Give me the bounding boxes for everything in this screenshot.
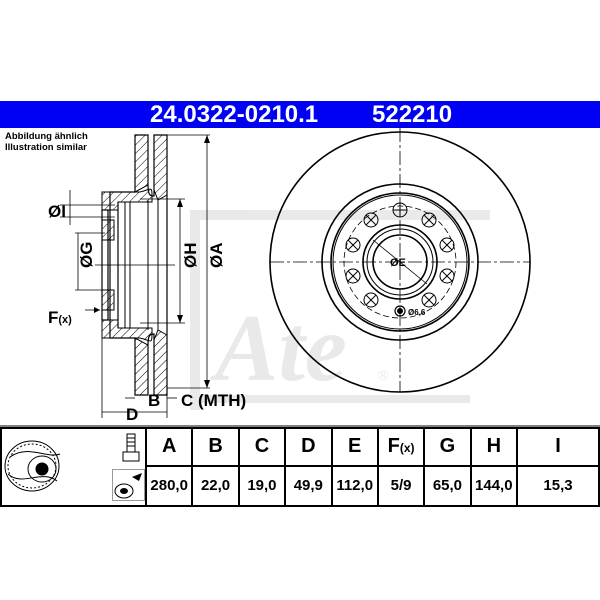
svg-text:®: ® — [378, 367, 389, 383]
label-C-mth: C (MTH) — [181, 391, 246, 410]
bolt-icon — [122, 433, 140, 462]
value-G: 65,0 — [423, 464, 472, 508]
col-header-E: E — [330, 427, 379, 467]
label-dia-I: ØI — [48, 202, 66, 221]
technical-drawing: Ate ® — [0, 128, 600, 427]
screw-hole-icon — [112, 469, 145, 501]
part-number: 24.0322-0210.1 — [150, 101, 319, 128]
label-dia-A: ØA — [207, 243, 226, 269]
caption-german: Abbildung ähnlich — [5, 131, 88, 142]
col-header-B: B — [191, 427, 240, 467]
side-view-cross-section — [60, 134, 210, 418]
spec-value-row: 280,0 22,0 19,0 49,9 112,0 5/9 65,0 144,… — [1, 464, 600, 508]
front-view-disc — [269, 128, 531, 393]
label-B: B — [148, 391, 160, 410]
ate-watermark-logo: Ate ® — [190, 210, 490, 410]
value-F: 5/9 — [376, 464, 426, 508]
col-header-G: G — [423, 427, 472, 467]
value-I: 15,3 — [516, 464, 600, 508]
value-E: 112,0 — [330, 464, 379, 508]
label-hole-diameter: Ø6,6 — [408, 308, 426, 317]
label-dia-H: ØH — [181, 243, 200, 269]
header-band: 24.0322-0210.1 522210 — [0, 101, 600, 128]
illustration-caption: Abbildung ähnlich Illustration similar — [5, 131, 88, 153]
value-B: 22,0 — [191, 464, 240, 508]
svg-text:Ate: Ate — [210, 295, 347, 401]
brake-disc-icon — [4, 440, 61, 492]
value-C: 19,0 — [237, 464, 287, 508]
col-header-D: D — [284, 427, 333, 467]
spec-table: A B C D E F(x) G H I 280,0 22,0 19,0 49,… — [0, 427, 600, 508]
label-dia-E: ØE — [390, 257, 406, 269]
spec-header-row: A B C D E F(x) G H I — [0, 427, 600, 507]
value-D: 49,9 — [284, 464, 333, 508]
col-header-I: I — [516, 427, 600, 467]
product-icons-cell — [0, 427, 147, 507]
reference-number: 522210 — [372, 101, 453, 128]
col-header-H: H — [469, 427, 519, 467]
col-header-C: C — [237, 427, 287, 467]
col-header-F: F(x) — [376, 427, 426, 467]
label-dia-G: ØG — [77, 242, 96, 268]
label-F: F(x) — [48, 308, 72, 327]
value-A: 280,0 — [144, 464, 194, 508]
label-D: D — [126, 405, 138, 424]
col-header-A: A — [144, 427, 194, 467]
value-H: 144,0 — [469, 464, 519, 508]
caption-english: Illustration similar — [5, 142, 87, 153]
